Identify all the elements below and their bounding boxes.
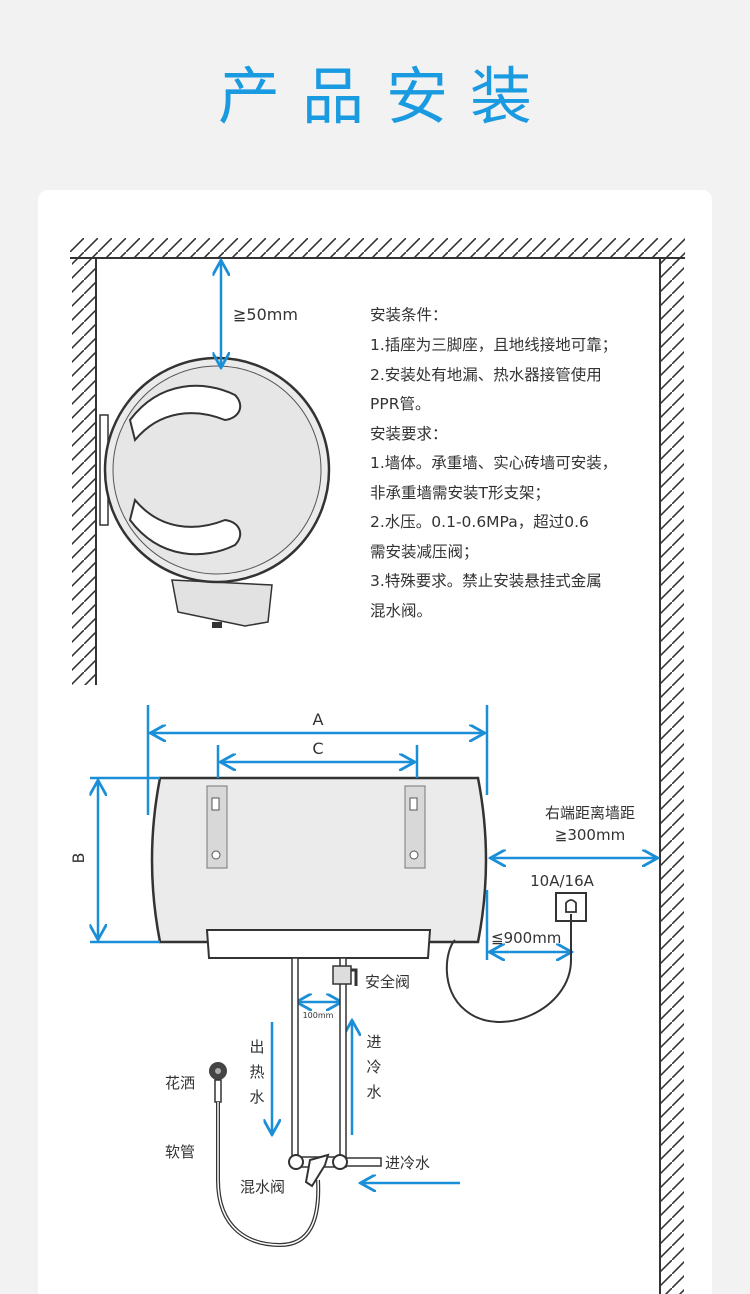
dimension-lines	[90, 705, 656, 1183]
mixer-valve-label: 混水阀	[240, 1178, 285, 1196]
socket-rating: 10A/16A	[530, 872, 594, 890]
page-title: 产品安装	[217, 60, 554, 133]
note-line: 安装条件：	[370, 306, 448, 324]
note-line: 2.水压。0.1-0.6MPa，超过0.6	[370, 513, 589, 531]
right-clearance-label: 右端距离墙距	[545, 804, 635, 822]
label-char: 进	[366, 1033, 381, 1051]
safety-valve-icon	[332, 965, 358, 986]
label-char: 水	[249, 1088, 264, 1106]
pipe-spacing-label: 100mm	[303, 1011, 334, 1020]
diagram-card	[38, 190, 712, 1294]
dim-c-label: C	[312, 739, 323, 758]
note-line: 需安装减压阀；	[370, 543, 479, 561]
hose-label: 软管	[165, 1143, 195, 1161]
mounting-bracket-left	[206, 785, 228, 869]
power-socket-icon	[555, 892, 587, 922]
dim-a-label: A	[313, 710, 324, 729]
label-char: 热	[249, 1063, 264, 1081]
mounting-bracket-right	[404, 785, 426, 869]
label-char: 冷	[366, 1058, 381, 1076]
safety-valve-label: 安全阀	[365, 973, 410, 991]
cold-water-in-label: 进 冷 水	[366, 1033, 381, 1101]
top-clearance-label: ≧50mm	[233, 305, 298, 324]
ceiling-wall	[70, 238, 685, 259]
right-clearance-value: ≧300mm	[555, 826, 625, 844]
power-cable	[445, 914, 572, 1023]
dim-b-label: B	[69, 853, 88, 864]
right-wall	[659, 258, 684, 1294]
cold-water-inlet-label: 进冷水	[385, 1154, 430, 1172]
socket-distance: ≦900mm	[491, 929, 561, 947]
note-line: PPR管。	[370, 395, 430, 413]
note-line: 3.特殊要求。禁止安装悬挂式金属	[370, 572, 602, 590]
note-line: 混水阀。	[370, 602, 432, 620]
shower-label: 花洒	[165, 1074, 195, 1092]
note-line: 1.插座为三脚座，且地线接地可靠；	[370, 336, 617, 354]
note-line: 非承重墙需安装T形支架；	[370, 484, 550, 502]
heater-side-view	[99, 356, 331, 628]
left-wall	[72, 258, 97, 685]
hot-water-out-label: 出 热 水	[249, 1038, 264, 1106]
note-line: 2.安装处有地漏、热水器接管使用	[370, 366, 602, 384]
heater-front-view	[150, 776, 488, 959]
label-char: 出	[249, 1038, 264, 1056]
label-char: 水	[366, 1083, 381, 1101]
note-line: 1.墙体。承重墙、实心砖墙可安装，	[370, 454, 617, 472]
mixer-valve-icon	[288, 1153, 348, 1188]
installation-notes: 安装条件： 1.插座为三脚座，且地线接地可靠； 2.安装处有地漏、热水器接管使用…	[370, 306, 617, 620]
shower-head-icon	[209, 1062, 227, 1103]
shower-hose	[216, 1102, 321, 1248]
note-line: 安装要求：	[370, 425, 448, 443]
